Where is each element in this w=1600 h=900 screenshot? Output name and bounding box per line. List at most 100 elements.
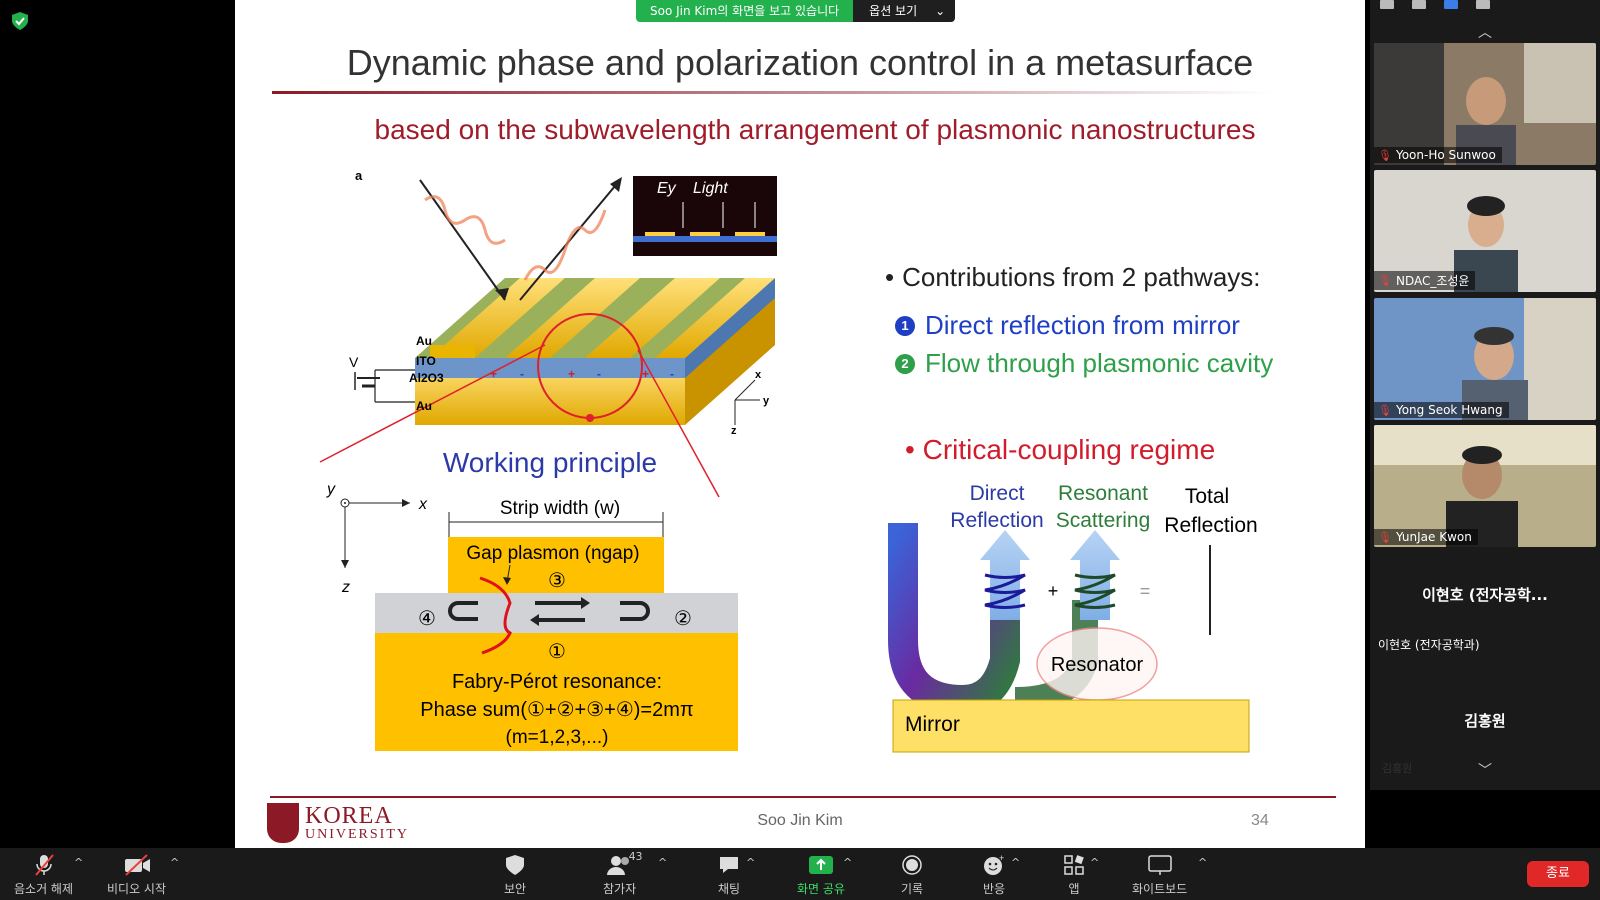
meeting-toolbar: 음소거 해제 ^ 비디오 시작 ^ 보안 43 참가자 ^ (0, 848, 1600, 900)
slide-page-number: 34 (1251, 812, 1269, 830)
layer-ito: ITO (416, 354, 436, 368)
chevron-up-icon[interactable]: ^ (74, 856, 83, 869)
chevron-up-icon[interactable]: ^ (658, 856, 667, 869)
m-values: (m=1,2,3,...) (506, 727, 609, 748)
circled-4: ④ (418, 608, 436, 630)
view-layout-controls[interactable] (1378, 0, 1600, 12)
bullet-direct-reflection: 1 Direct reflection from mirror (895, 310, 1240, 341)
gap-plasmon-label: Gap plasmon (ngap) (466, 543, 639, 564)
inset-field-label: Ey (657, 180, 677, 197)
chevron-up-icon[interactable]: ^ (170, 856, 179, 869)
fabry-perot-label: Fabry-Pérot resonance: (452, 671, 662, 693)
apps-label: 앱 (1068, 880, 1079, 897)
svg-text:+: + (568, 367, 575, 381)
panel-label: a (355, 168, 363, 183)
svg-text:-: - (670, 367, 674, 381)
plus-sign: + (1048, 581, 1059, 601)
bullet-plasmonic-cavity: 2 Flow through plasmonic cavity (895, 348, 1273, 379)
participant-display-name: 이현호 (전자공학... (1374, 584, 1596, 605)
working-principle-heading: Working principle (443, 447, 657, 478)
security-button[interactable]: 보안 (504, 852, 526, 897)
view-options-button[interactable]: 옵션 보기 ⌄ (853, 0, 955, 22)
video-off-icon (123, 852, 151, 878)
chevron-up-icon[interactable]: ^ (746, 856, 755, 869)
participant-tile[interactable]: 🎙 NDAC_조성윤 (1374, 170, 1596, 292)
circled-1: ① (548, 641, 566, 663)
svg-text:-: - (597, 367, 601, 381)
share-banner-message: Soo Jin Kim의 화면을 보고 있습니다 (636, 0, 853, 22)
axis-3d-y: y (763, 395, 770, 407)
security-label: 보안 (504, 880, 526, 897)
participant-name: NDAC_조성윤 (1396, 272, 1470, 289)
whiteboard-button[interactable]: 화이트보드 (1132, 852, 1187, 897)
start-video-button[interactable]: 비디오 시작 (107, 852, 166, 897)
participant-name-tile[interactable]: 이현호 (전자공학... 이현호 (전자공학과) (1374, 554, 1596, 674)
resonant-label-1: Resonant (1058, 482, 1148, 505)
start-video-label: 비디오 시작 (107, 880, 166, 897)
inset-light-label: Light (693, 180, 728, 197)
record-button[interactable]: 기록 (901, 852, 923, 897)
bullet-plasmonic-cavity-text: Flow through plasmonic cavity (925, 348, 1273, 379)
chevron-up-icon[interactable]: ^ (1198, 856, 1207, 869)
shield-icon (506, 852, 524, 878)
bullet-critical-coupling: • Critical-coupling regime (905, 434, 1215, 466)
chevron-up-icon[interactable]: ^ (1011, 856, 1020, 869)
presenter-name: Soo Jin Kim (235, 812, 1365, 830)
gallery-view-icon[interactable] (1476, 0, 1490, 9)
chevron-up-icon[interactable]: ^ (1090, 856, 1099, 869)
svg-text:+: + (999, 854, 1004, 863)
phase-sum-equation: Phase sum(①+②+③+④)=2mπ (420, 699, 693, 721)
muted-mic-icon: 🎙 (1378, 274, 1392, 287)
share-screen-label: 화면 공유 (797, 880, 845, 897)
circled-2: ② (674, 608, 692, 630)
apps-button[interactable]: 앱 (1064, 852, 1084, 897)
participant-tile[interactable]: 🎙Yoon-Ho Sunwoo (1374, 43, 1596, 165)
participant-count: 43 (629, 850, 643, 863)
chevron-up-icon[interactable]: ^ (843, 856, 852, 869)
cross-axis-y: y (326, 481, 336, 498)
resonator-label: Resonator (1051, 654, 1144, 676)
unmute-button[interactable]: 음소거 해제 (14, 852, 73, 897)
bullet-contributions-text: Contributions from 2 pathways: (902, 262, 1260, 292)
whiteboard-icon (1148, 852, 1172, 878)
apps-icon (1064, 852, 1084, 878)
speaker-view-icon[interactable] (1412, 0, 1426, 9)
muted-mic-icon (33, 852, 55, 878)
strip-view-icon[interactable] (1444, 0, 1458, 9)
direct-label-2: Reflection (950, 509, 1043, 532)
participant-name: 이현호 (전자공학과) (1378, 636, 1480, 653)
resonant-label-2: Scattering (1056, 509, 1151, 532)
layer-al2o3: Al2O3 (409, 371, 444, 385)
chevron-up-icon[interactable]: ︿ (1478, 22, 1492, 42)
reactions-label: 반응 (983, 880, 1005, 897)
number-badge-2: 2 (895, 354, 915, 374)
bullet-direct-reflection-text: Direct reflection from mirror (925, 310, 1240, 341)
participant-display-name: 김홍원 (1374, 710, 1596, 731)
unmute-label: 음소거 해제 (14, 880, 73, 897)
metasurface-figure: a + - + - + - (235, 0, 1365, 848)
participant-name: YunJae Kwon (1396, 530, 1472, 544)
total-label-2: Reflection (1164, 514, 1257, 537)
shield-icon[interactable] (12, 12, 28, 30)
layer-au-top: Au (416, 334, 432, 348)
participant-tile[interactable]: 🎙 YunJae Kwon (1374, 425, 1596, 547)
record-icon (902, 852, 922, 878)
chevron-down-icon[interactable]: ﹀ (1478, 760, 1492, 780)
participant-tile[interactable]: 🎙Yong Seok Hwang (1374, 298, 1596, 420)
strip-width-label: Strip width (w) (500, 498, 620, 519)
minimize-icon[interactable] (1380, 0, 1394, 9)
participants-button[interactable]: 43 참가자 (603, 852, 636, 897)
axis-3d-z: z (731, 425, 737, 437)
direct-label-1: Direct (970, 482, 1025, 505)
footer-divider (270, 796, 1336, 798)
layer-au-bottom: Au (416, 399, 432, 413)
share-screen-button[interactable]: 화면 공유 (797, 852, 845, 897)
reactions-button[interactable]: + 반응 (983, 852, 1005, 897)
reactions-icon: + (983, 852, 1005, 878)
muted-mic-icon: 🎙 (1378, 149, 1392, 162)
chat-button[interactable]: 채팅 (718, 852, 740, 897)
muted-mic-icon: 🎙 (1378, 531, 1392, 544)
chevron-down-icon: ⌄ (935, 0, 945, 22)
end-meeting-button[interactable]: 종료 (1527, 861, 1589, 887)
